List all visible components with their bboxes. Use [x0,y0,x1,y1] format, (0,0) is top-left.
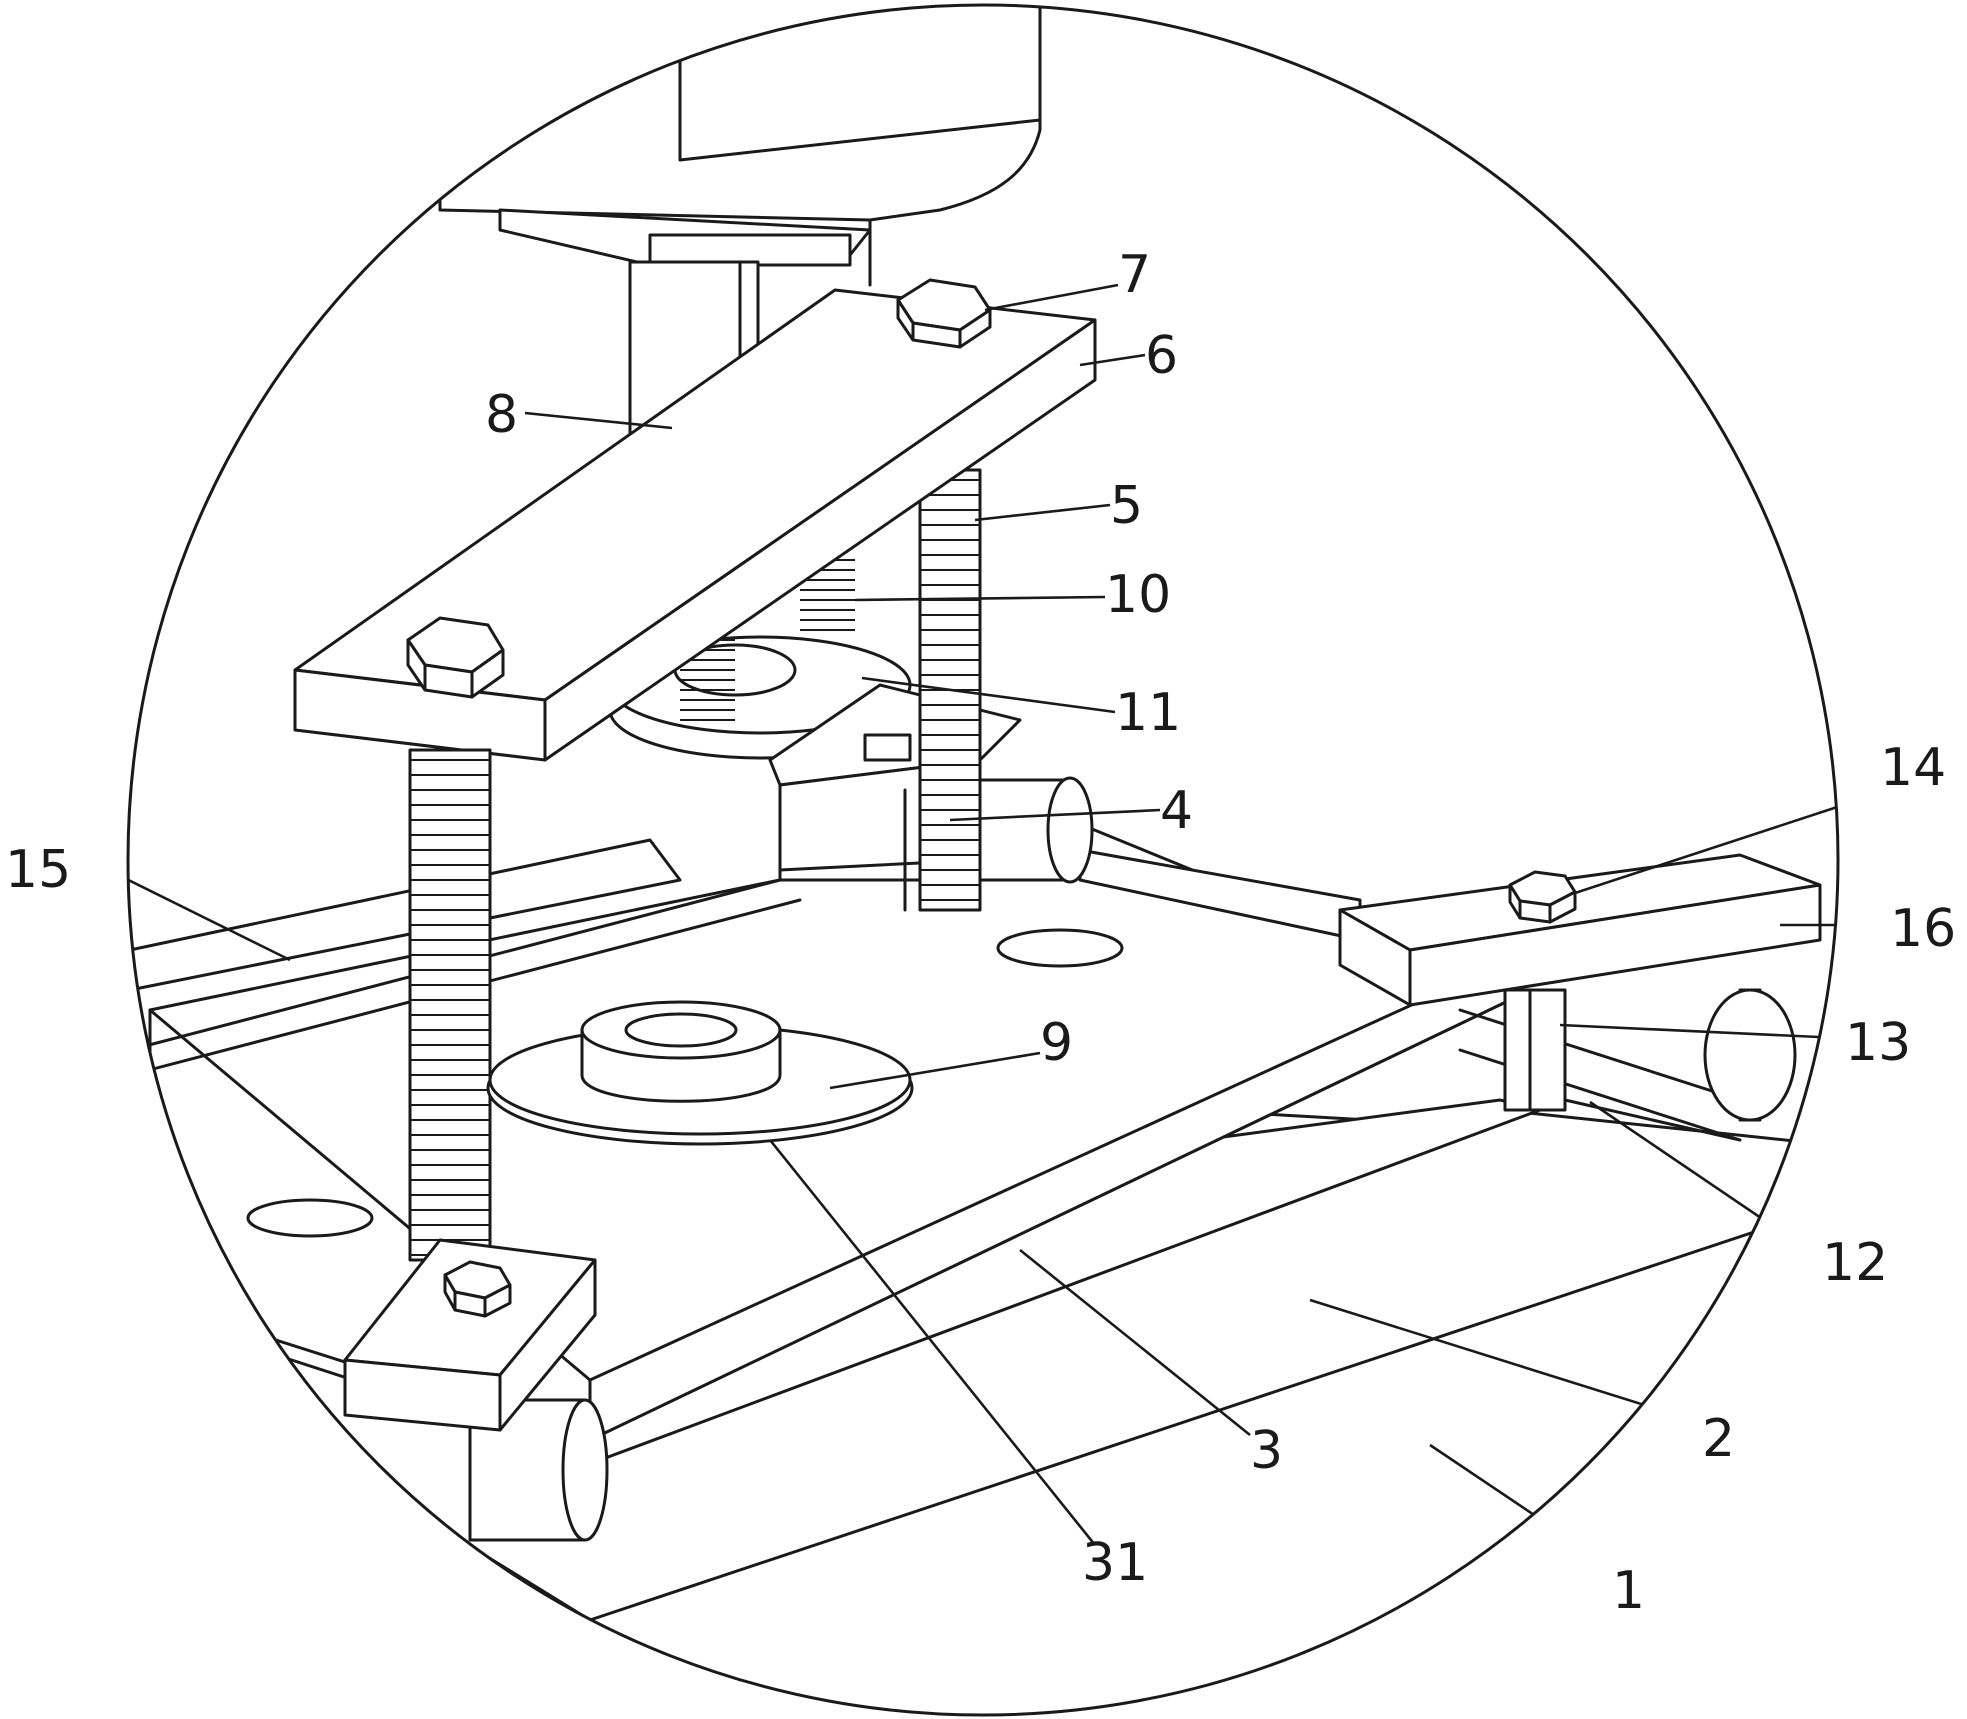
label-9: 9 [1040,1013,1073,1073]
detail-circle [126,3,1840,1717]
label-6: 6 [1145,326,1178,386]
reference-numerals: 1 2 3 31 4 5 6 7 8 9 10 11 12 13 14 15 1… [5,245,1956,1621]
right-clamp-block [1338,853,1822,1007]
press-housing [438,5,1042,287]
label-31: 31 [1082,1533,1148,1593]
label-1: 1 [1612,1561,1645,1621]
cross-beam [293,278,1097,762]
label-10: 10 [1105,565,1171,625]
label-12: 12 [1822,1233,1888,1293]
left-clamp-block [343,1238,597,1432]
label-14: 14 [1880,738,1946,798]
label-5: 5 [1110,476,1143,536]
label-11: 11 [1115,683,1181,743]
label-15: 15 [5,840,71,900]
label-8: 8 [485,385,518,445]
left-threaded-rod [408,748,492,1262]
label-4: 4 [1160,781,1193,841]
label-7: 7 [1118,245,1151,305]
rotary-disc [486,1000,914,1146]
label-16: 16 [1890,899,1956,959]
label-3: 3 [1250,1421,1283,1481]
bracket [1503,988,1742,1142]
detail-view [128,5,1838,1715]
label-2: 2 [1702,1409,1735,1469]
label-13: 13 [1845,1013,1911,1073]
